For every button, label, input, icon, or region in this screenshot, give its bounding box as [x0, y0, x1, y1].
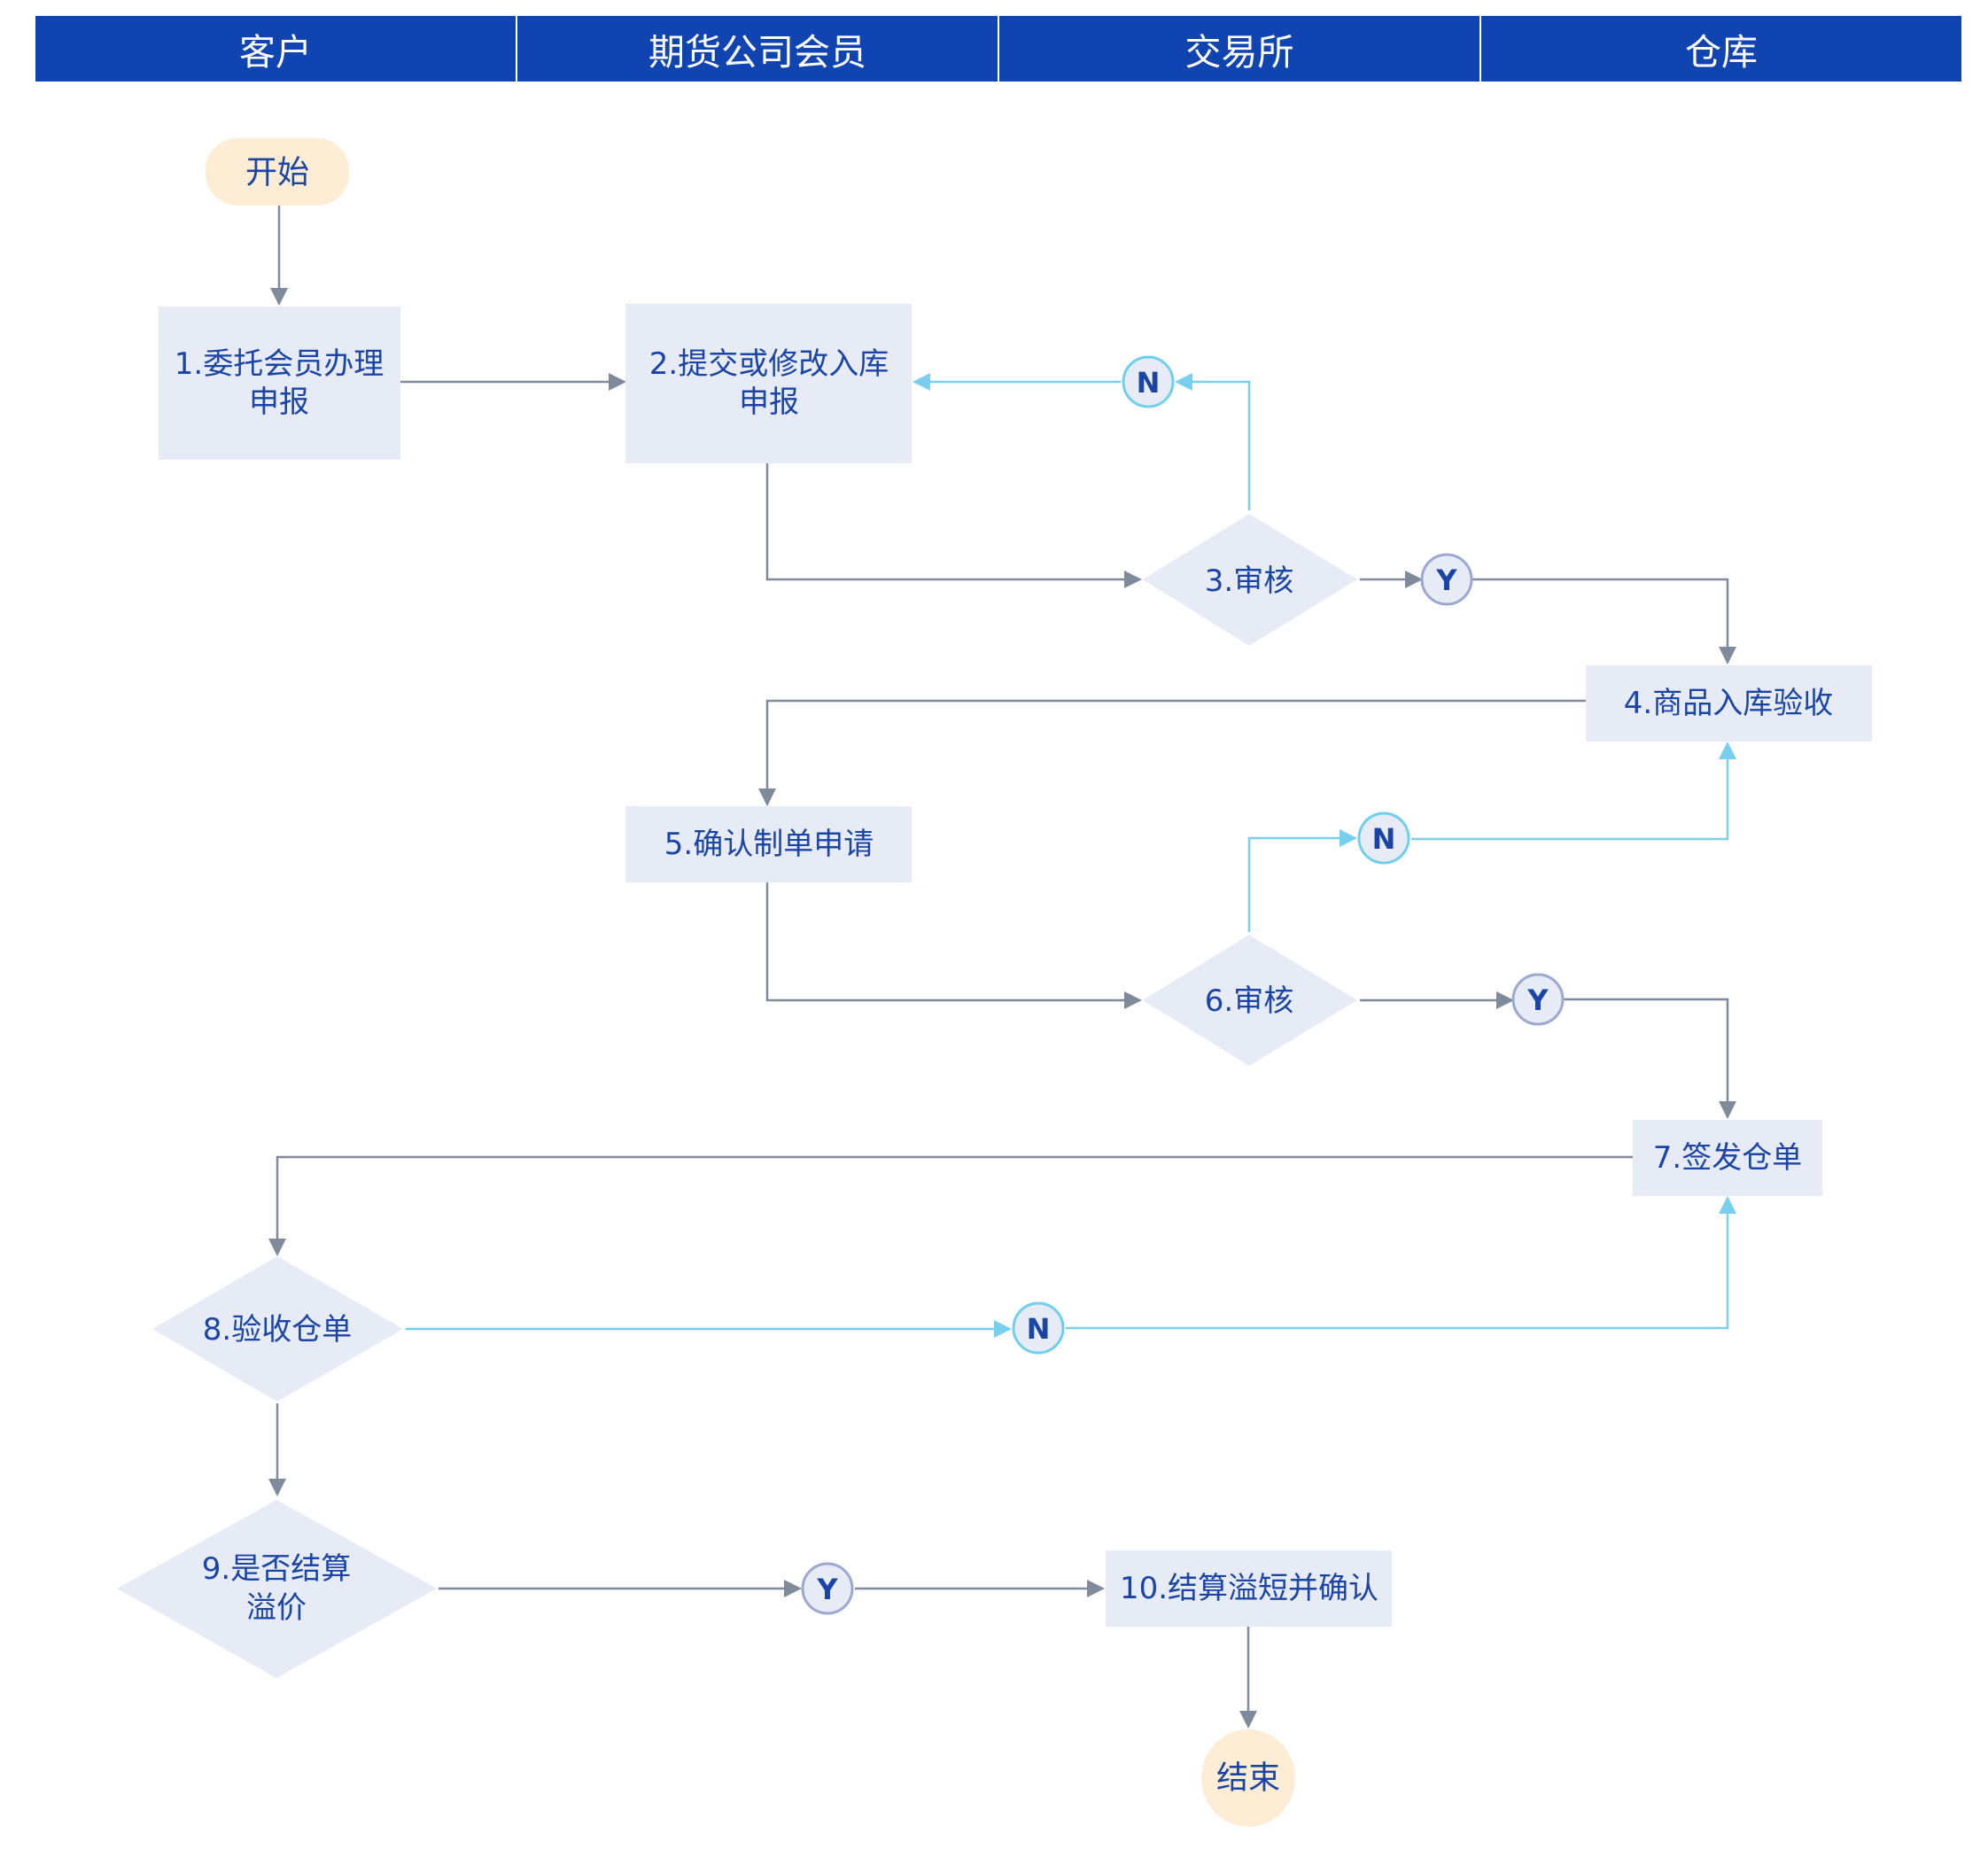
step4-shape: [1586, 665, 1872, 742]
line-step2-to-step3: [765, 463, 1142, 588]
end-terminal: 结束: [1201, 1729, 1295, 1827]
flow-lines: [268, 206, 1736, 1729]
step8-label: 8.验收仓单: [203, 1312, 352, 1348]
yes-badge-step9: Y: [801, 1562, 854, 1615]
step3-decision: 3.审核: [1143, 514, 1357, 646]
step7-shape: [1633, 1120, 1822, 1196]
reject-lines: [406, 373, 1736, 1338]
step6-label: 6.审核: [1205, 983, 1293, 1019]
step1-label-line1: 1.委托会员办理: [175, 346, 384, 382]
line-step5-to-step6: [765, 882, 1142, 1009]
line-no2-to-step4: [1411, 742, 1736, 841]
yes-badge-step9-label: Y: [816, 1573, 838, 1606]
step8-decision: 8.验收仓单: [152, 1256, 403, 1402]
line-step6-to-no2: [1247, 829, 1357, 932]
no-badge-step6: N: [1357, 812, 1410, 865]
step2-label-line2: 申报: [739, 385, 799, 420]
swimlane-header: 客户 期货公司会员 交易所 仓库: [35, 16, 1961, 82]
no-badge-step8: N: [1012, 1301, 1065, 1355]
step2-process: 2.提交或修改入库 申报: [625, 304, 912, 463]
step1-label-line2: 申报: [249, 385, 309, 420]
step4-process: 4.商品入库验收: [1586, 665, 1872, 742]
line-step4-to-step5: [758, 699, 1586, 806]
line-step7-to-step8: [268, 1155, 1633, 1256]
no-badge-step8-label: N: [1027, 1312, 1051, 1346]
step8-shape: [152, 1256, 403, 1402]
step4-label: 4.商品入库验收: [1624, 686, 1833, 721]
step6-shape: [1143, 935, 1357, 1066]
line-no3-to-step7: [1066, 1196, 1736, 1330]
step7-process: 7.签发仓单: [1633, 1120, 1822, 1196]
step9-decision: 9.是否结算 溢价: [117, 1500, 437, 1678]
step2-shape: [625, 304, 912, 463]
lane-header-futures-member: 期货公司会员: [517, 16, 999, 82]
start-terminal: 开始: [206, 138, 349, 206]
step2-label-line1: 2.提交或修改入库: [649, 346, 889, 382]
yes-badge-step3-circle: [1420, 553, 1473, 606]
step9-label-line1: 9.是否结算: [202, 1551, 351, 1587]
yes-badge-step6-label: Y: [1526, 983, 1549, 1017]
no-badge-step3-circle: [1122, 355, 1175, 408]
step7-label: 7.签发仓单: [1653, 1140, 1802, 1176]
lane-header-exchange: 交易所: [999, 16, 1481, 82]
no-badge-step3: N: [1122, 355, 1175, 408]
step5-label: 5.确认制单申请: [664, 827, 874, 862]
step3-shape: [1143, 514, 1357, 646]
step1-process: 1.委托会员办理 申报: [159, 307, 400, 460]
step10-process: 10.结算溢短并确认: [1106, 1550, 1392, 1627]
step9-shape: [117, 1500, 437, 1678]
line-yes1-to-step4: [1472, 578, 1736, 664]
yes-badge-step3: Y: [1420, 553, 1473, 606]
yes-badge-step6-circle: [1511, 973, 1565, 1026]
line-yes2-to-step7: [1564, 998, 1736, 1119]
end-label: 结束: [1216, 1760, 1280, 1797]
yes-badge-step6: Y: [1511, 973, 1565, 1026]
no-badge-step3-label: N: [1137, 366, 1161, 400]
step9-label-line2: 溢价: [246, 1590, 307, 1626]
no-badge-step6-circle: [1357, 812, 1410, 865]
yes-badge-step9-circle: [801, 1562, 854, 1615]
start-shape: [206, 138, 349, 206]
step6-decision: 6.审核: [1143, 935, 1357, 1066]
start-label: 开始: [245, 155, 309, 191]
step5-shape: [625, 806, 912, 882]
step10-shape: [1106, 1550, 1392, 1627]
yes-badge-step3-label: Y: [1435, 563, 1457, 597]
no-badge-step8-circle: [1012, 1301, 1065, 1355]
step3-label: 3.审核: [1205, 563, 1293, 599]
step5-process: 5.确认制单申请: [625, 806, 912, 882]
lane-header-customer: 客户: [35, 16, 517, 82]
step10-label: 10.结算溢短并确认: [1120, 1571, 1378, 1606]
lane-header-warehouse: 仓库: [1685, 31, 1758, 74]
step1-shape: [159, 307, 400, 460]
end-shape: [1201, 1729, 1295, 1827]
line-step3-to-no1: [1175, 373, 1251, 510]
no-badge-step6-label: N: [1372, 822, 1396, 856]
